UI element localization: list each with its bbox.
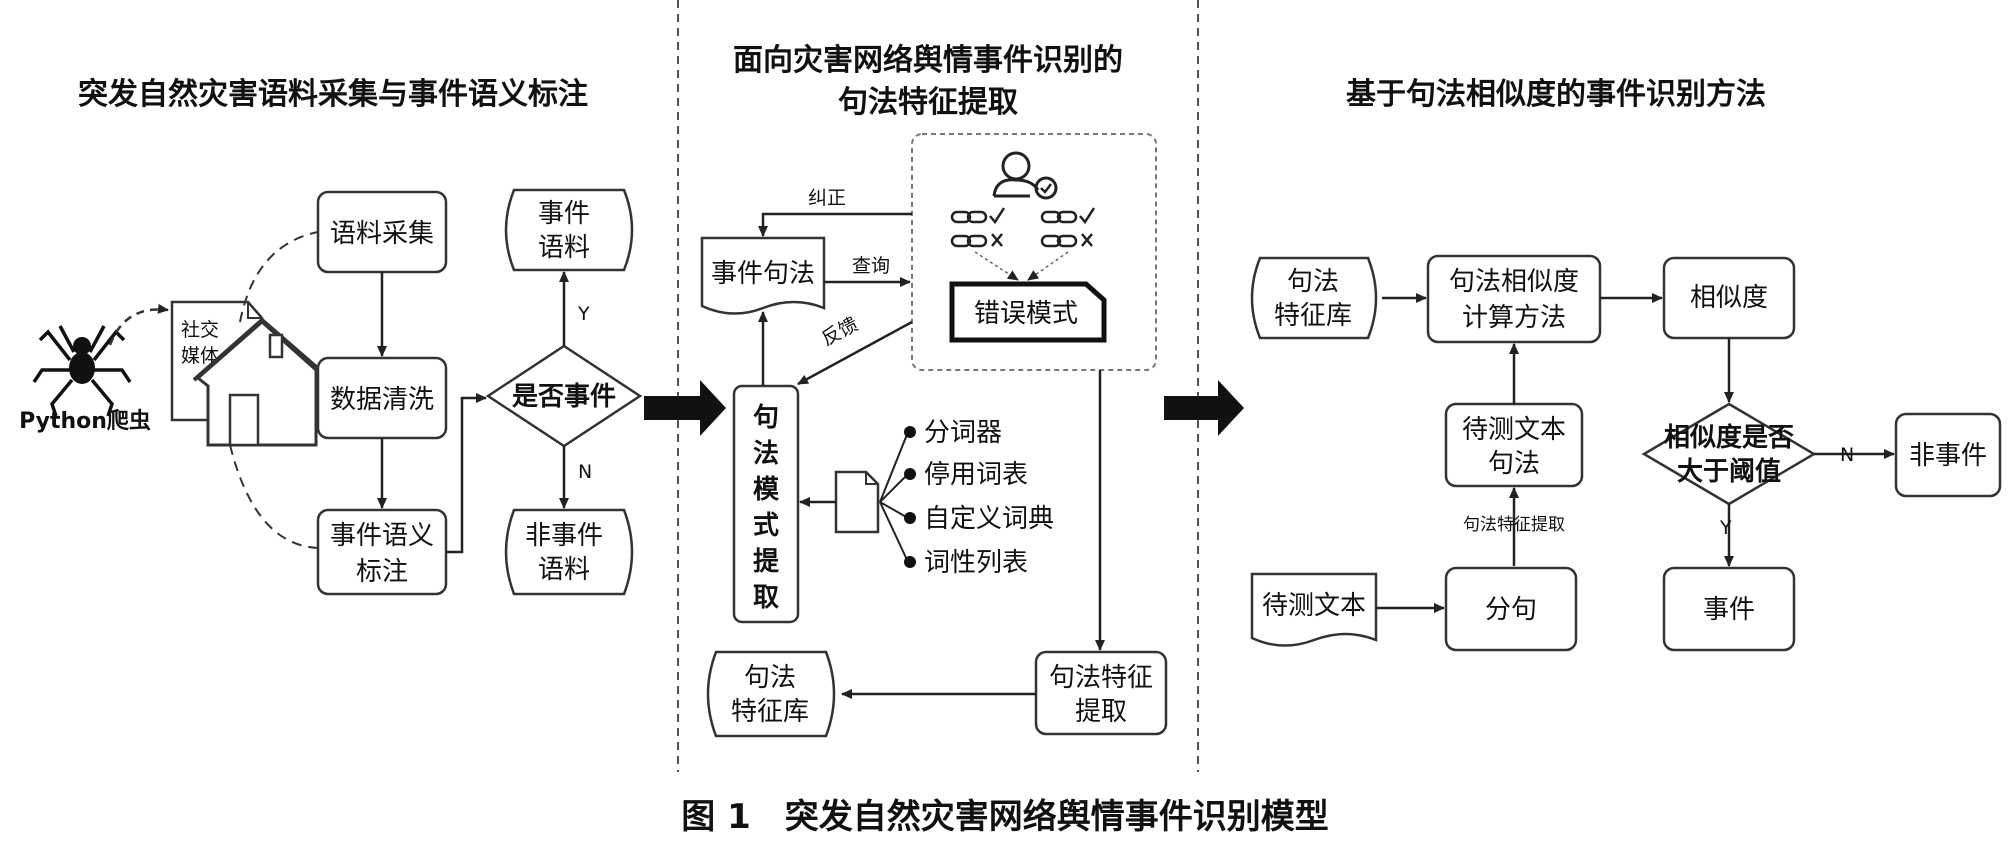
error-mode-box — [949, 281, 1107, 343]
title-middle-line2: 句法特征提取 — [838, 85, 1018, 120]
threshold-decision-line1: 相似度是否 — [1664, 422, 1794, 453]
test-syntax-line1: 待测文本 — [1462, 415, 1566, 445]
crawler-label: Python爬虫 — [19, 408, 151, 434]
query-label: 查询 — [852, 255, 890, 277]
arrow-feedback — [797, 320, 913, 386]
event-corpus-shape — [504, 188, 634, 272]
block-arrow-icon — [644, 380, 726, 436]
syntax-mode-char-1: 法 — [753, 439, 779, 469]
feature-lib-right-line2: 特征库 — [1274, 301, 1352, 331]
tool-item-0: 分词器 — [924, 418, 1002, 448]
no-label-left: N — [578, 461, 592, 483]
threshold-decision-line2: 大于阈值 — [1677, 457, 1781, 487]
title-left: 突发自然灾害语料采集与事件语义标注 — [78, 77, 588, 112]
figure-caption: 图 1 突发自然灾害网络舆情事件识别模型 — [681, 797, 1329, 837]
test-syntax-line2: 句法 — [1488, 449, 1540, 479]
link-cross-icon — [950, 233, 1093, 248]
arrow-annotate-decision — [446, 393, 487, 554]
feature-lib-right-line1: 句法 — [1287, 267, 1339, 297]
feature-lib-mid-line2: 特征库 — [731, 697, 809, 727]
social-media-line1: 社交 — [181, 319, 219, 341]
feature-extract-line1: 句法特征 — [1049, 663, 1153, 693]
spider-icon — [32, 325, 132, 417]
tool-item-1: 停用词表 — [924, 460, 1028, 490]
collect-label: 语料采集 — [330, 219, 434, 249]
nonevent-corpus-shape — [504, 508, 634, 596]
yes-label-right: Y — [1719, 517, 1732, 539]
test-text-box — [1250, 572, 1378, 647]
tool-bullet-1 — [904, 468, 916, 480]
tool-bullet-3 — [904, 556, 916, 568]
test-text-label: 待测文本 — [1262, 591, 1366, 621]
syntax-mode-char-3: 式 — [753, 511, 779, 541]
social-media-line2: 媒体 — [181, 345, 219, 367]
clean-label: 数据清洗 — [330, 385, 434, 415]
nonevent-box — [1894, 412, 2002, 498]
tools-fan-lines — [879, 431, 909, 563]
error-mode-label: 错误模式 — [974, 299, 1078, 329]
sim-method-line2: 计算方法 — [1462, 303, 1566, 333]
sim-method-line1: 句法相似度 — [1449, 267, 1579, 297]
feature-lib-mid-line1: 句法 — [744, 663, 796, 693]
event-decision-label: 是否事件 — [512, 382, 616, 412]
yes-label-left: Y — [577, 303, 590, 325]
annotate-line1: 事件语义 — [330, 521, 434, 551]
event-corpus-line2: 语料 — [538, 233, 590, 263]
block-arrow-icon-2 — [1164, 380, 1244, 436]
tool-item-3: 词性列表 — [924, 548, 1028, 578]
syntax-mode-box — [732, 384, 800, 624]
house-icon — [192, 317, 324, 447]
tool-bullet-0 — [904, 426, 916, 438]
nonevent-corpus-line1: 非事件 — [525, 521, 603, 551]
threshold-decision-diamond — [1641, 402, 1817, 506]
crawler-dashed-arrow — [108, 303, 169, 346]
nonevent-corpus-line2: 语料 — [538, 555, 590, 585]
event-label: 事件 — [1703, 595, 1755, 625]
feedback-label: 反馈 — [818, 313, 862, 350]
event-syntax-label: 事件句法 — [711, 259, 815, 289]
feature-extract-line2: 提取 — [1075, 697, 1127, 727]
split-box — [1444, 566, 1578, 652]
feature-lib-right-shape — [1250, 256, 1378, 340]
feature-lib-mid-shape — [706, 650, 836, 738]
user-check-icon — [992, 151, 1058, 200]
event-corpus-line1: 事件 — [538, 199, 590, 229]
event-box — [1662, 566, 1796, 652]
syntax-mode-char-0: 句 — [753, 403, 779, 433]
tool-bullet-2 — [904, 512, 916, 524]
syntax-mode-char-2: 模 — [753, 475, 780, 505]
tools-document-icon — [834, 470, 880, 534]
annotate-line2: 标注 — [356, 557, 408, 587]
title-middle-line1: 面向灾害网络舆情事件识别的 — [733, 43, 1123, 78]
nonevent-label: 非事件 — [1909, 441, 1987, 471]
arrow-correct — [758, 212, 912, 237]
title-right: 基于句法相似度的事件识别方法 — [1346, 77, 1766, 112]
syntax-mode-char-5: 取 — [753, 583, 779, 613]
link-check-icon — [950, 207, 1096, 225]
split-label: 分句 — [1485, 595, 1537, 625]
no-label-right: N — [1840, 444, 1854, 466]
syntax-mode-char-4: 提 — [753, 547, 780, 577]
correct-label: 纠正 — [808, 187, 846, 209]
tool-item-2: 自定义词典 — [924, 504, 1054, 534]
event-syntax-box — [700, 236, 826, 315]
dashed-to-annotate — [229, 444, 319, 549]
similarity-label: 相似度 — [1690, 283, 1768, 313]
